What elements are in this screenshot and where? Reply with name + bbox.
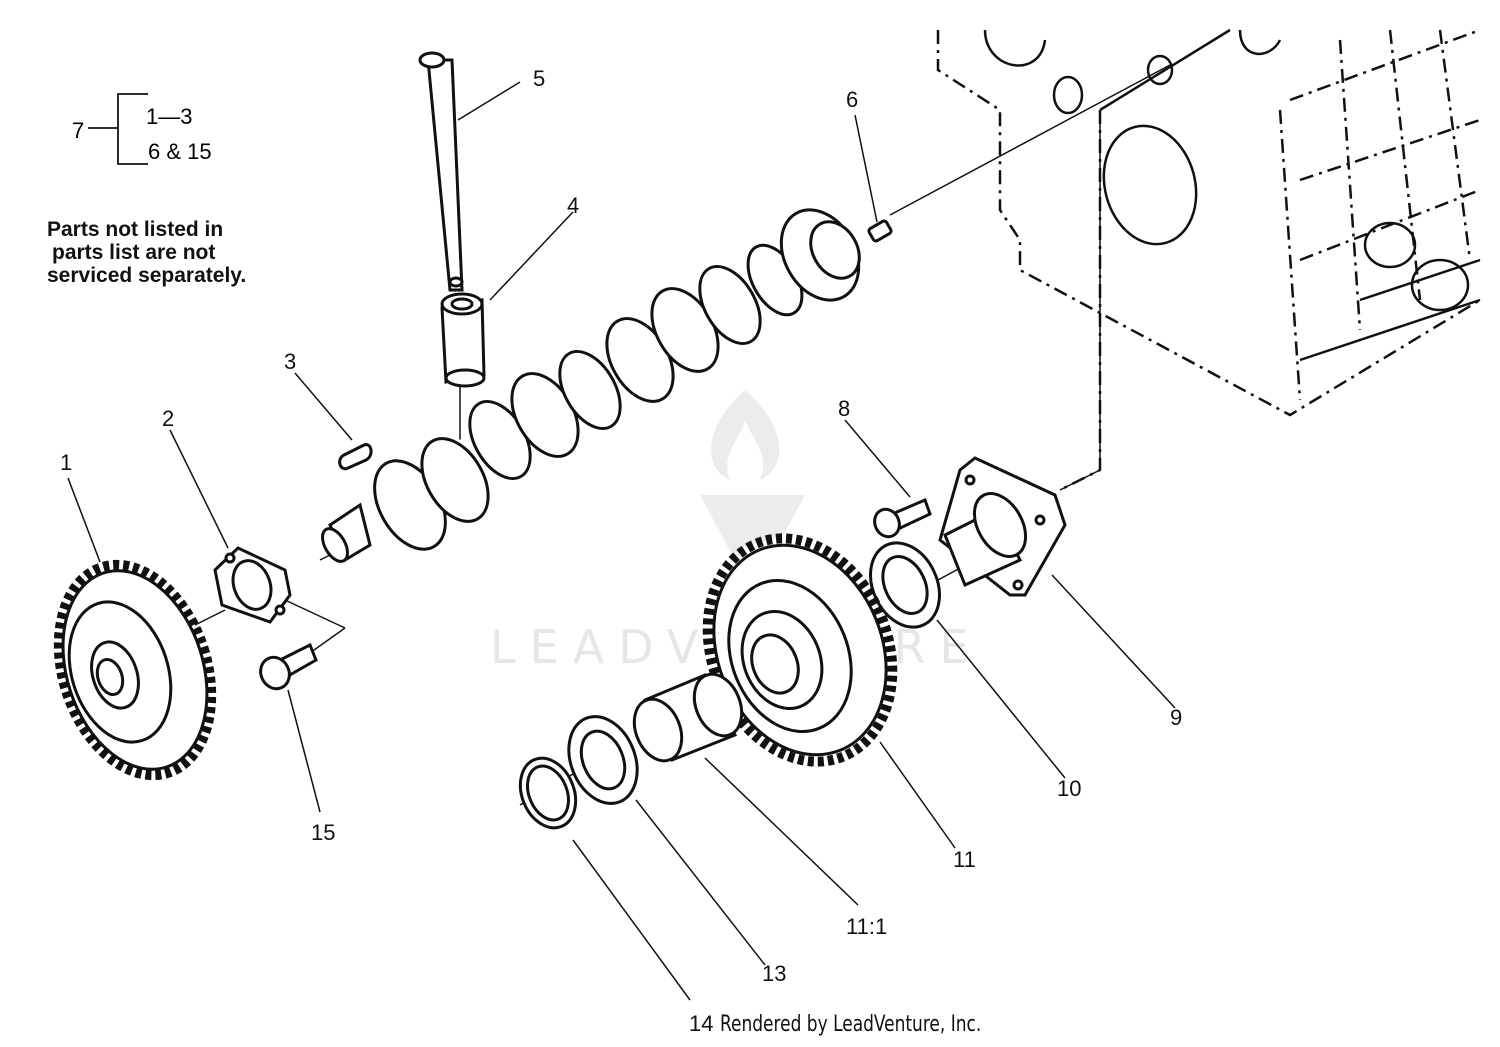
idler-bushing [626, 667, 751, 768]
kit-bracket [88, 94, 148, 164]
service-note-line-3: serviced separately. [47, 264, 247, 287]
callout-4: 4 [567, 193, 580, 218]
idler-gear [675, 510, 924, 789]
push-rod [420, 53, 462, 290]
leader-lines [68, 65, 1175, 1000]
service-note-line-1: Parts not listed in [47, 218, 224, 241]
callout-5: 5 [533, 66, 546, 91]
snap-ring-14 [510, 750, 585, 836]
cap-screw-15 [256, 645, 316, 693]
service-note: Parts not listed in parts list are not s… [47, 218, 246, 287]
kit-line-2: 6 & 15 [148, 139, 212, 164]
callout-6: 6 [846, 87, 859, 112]
callout-13: 13 [762, 961, 787, 986]
kit-line-1: 1—3 [146, 104, 193, 129]
callout-9: 9 [1170, 705, 1183, 730]
camshaft-gear [33, 545, 237, 795]
washer-13 [556, 706, 649, 813]
callout-14: 14 [689, 1011, 714, 1036]
camshaft [320, 196, 874, 570]
callout-8: 8 [838, 396, 851, 421]
callout-15: 15 [311, 820, 336, 845]
cam-follower [442, 294, 484, 386]
service-note-line-2: parts list are not [52, 241, 216, 264]
callout-11: 11 [953, 847, 976, 872]
cap-screw-8 [870, 500, 930, 541]
thrust-plate [215, 548, 290, 622]
woodruff-key [340, 445, 371, 469]
callout-10: 10 [1057, 776, 1082, 801]
callout-2: 2 [162, 406, 175, 431]
callout-1: 1 [60, 450, 73, 475]
plug [868, 220, 892, 242]
kit-number: 7 [72, 118, 85, 143]
callout-3: 3 [284, 349, 297, 374]
engine-block-outline [985, 30, 1480, 360]
callout-11-1: 11:1 [846, 914, 888, 939]
engine-block [938, 30, 1480, 490]
render-credit: Rendered by LeadVenture, Inc. [720, 1012, 982, 1037]
idler-shaft [940, 458, 1065, 595]
